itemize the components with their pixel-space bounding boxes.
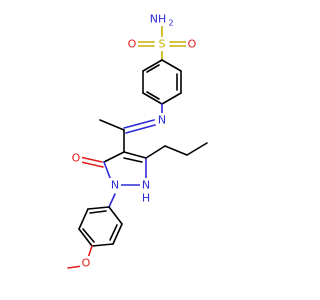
ring-bond xyxy=(161,92,182,105)
bond-propyl-2 xyxy=(164,145,188,156)
bond-propyl-1 xyxy=(145,145,166,159)
ring-bond xyxy=(112,223,123,245)
bond-o-methyl xyxy=(67,265,83,269)
methoxy-oxygen-label: O xyxy=(82,257,91,270)
ring-bond xyxy=(91,243,114,247)
imine-linkage xyxy=(99,103,163,153)
nh2-label: NH xyxy=(150,13,167,26)
nh2-subscript: 2 xyxy=(168,19,173,28)
ring-inner-bond xyxy=(109,224,118,241)
pyrazole-n2-label: N xyxy=(142,179,150,192)
ring-inner-bond xyxy=(146,91,160,100)
ring-bond xyxy=(87,206,110,210)
ring-bond xyxy=(108,206,123,225)
chemical-structure-diagram: NH 2 S O O N O N N H O xyxy=(67,12,208,270)
bond-c5-o-a xyxy=(79,156,103,163)
ring-inner-bond xyxy=(89,210,107,214)
bond-propyl-3 xyxy=(186,142,208,156)
benzene-ring-upper xyxy=(142,59,182,105)
ring-bond xyxy=(142,92,163,105)
ring-bond xyxy=(161,59,182,72)
sulfur-label: S xyxy=(159,38,166,51)
ring-bond-c4-c3-a xyxy=(123,151,147,159)
pyrazolone-ring xyxy=(79,151,147,186)
ring-bond xyxy=(142,59,163,72)
ring-bond-c4-c5 xyxy=(103,151,125,163)
sulfonamide-group xyxy=(137,25,187,61)
bond-n-c-imine-a xyxy=(123,119,155,129)
propyl-chain xyxy=(145,142,208,159)
bond-n-c-imine-b xyxy=(125,124,156,134)
carbonyl-oxygen-label: O xyxy=(72,152,81,165)
bond-c5-o-b xyxy=(80,161,104,168)
ring-bond xyxy=(78,208,89,230)
bond-imine-methyl xyxy=(99,119,125,131)
methoxyphenyl-ring xyxy=(67,193,123,269)
pyrazole-h-label: H xyxy=(142,192,150,205)
ring-inner-bond xyxy=(146,64,160,73)
bond-n1-aryl xyxy=(108,193,116,208)
oxygen-left-label: O xyxy=(128,38,137,51)
atom-labels: NH 2 S O O N O N N H O xyxy=(70,12,198,270)
ring-bond xyxy=(78,228,93,247)
ring-inner-bond xyxy=(82,228,95,243)
ring-bond-c4-c3-b xyxy=(123,157,143,163)
oxygen-right-label: O xyxy=(188,38,197,51)
pyrazole-n1-label: N xyxy=(111,179,119,192)
imine-nitrogen-label: N xyxy=(158,114,166,127)
